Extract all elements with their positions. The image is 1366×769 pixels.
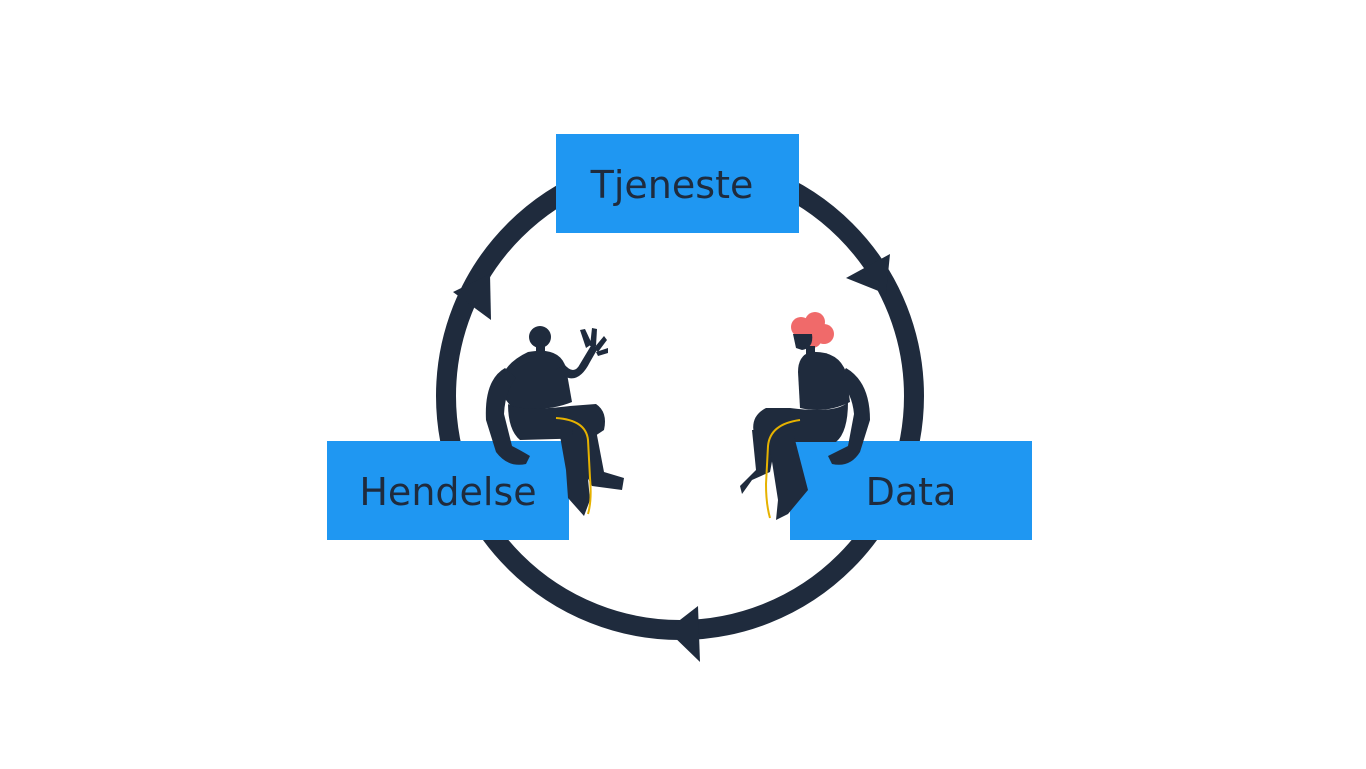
node-data: Data [790, 441, 1032, 540]
person-waving-illustration [485, 326, 624, 516]
node-tjeneste: Tjeneste [556, 134, 799, 233]
person-head [529, 326, 551, 348]
node-hendelse: Hendelse [327, 441, 569, 540]
arrowhead-right-icon [846, 254, 890, 294]
person-with-red-hair-illustration [740, 312, 870, 520]
node-label: Data [866, 470, 957, 514]
node-label: Hendelse [359, 470, 536, 514]
node-box [556, 134, 799, 233]
node-label: Tjeneste [590, 163, 754, 207]
arrowhead-left-icon [453, 274, 491, 320]
arrowhead-bottom-icon [667, 606, 700, 662]
